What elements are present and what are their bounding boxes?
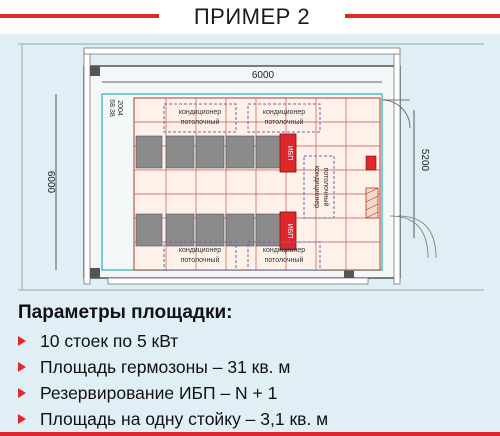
params-item-text: Площадь гермозоны – 31 кв. м <box>40 357 291 377</box>
column-nw <box>90 66 100 76</box>
small-dim-1: 2004 <box>116 100 123 116</box>
ac-unit-4 <box>163 241 237 271</box>
ac-unit-2-label1: кондиционер <box>263 109 305 116</box>
ac-unit-4-label1: кондиционер <box>179 247 221 254</box>
ac-unit-4-label2: потолочный <box>181 256 220 264</box>
ac-unit-2 <box>247 103 321 133</box>
ac-unit-5-label1: кондиционер <box>263 247 305 254</box>
column-sw <box>90 268 100 278</box>
ups-label-top: ИБП <box>286 146 293 161</box>
params-title: Параметры площадки: <box>18 302 233 323</box>
ac-unit-5-label2: потолочный <box>265 256 304 264</box>
ac-unit-3 <box>303 155 335 219</box>
north-wall <box>83 47 401 55</box>
ups-label-bottom: ИБП <box>286 224 293 239</box>
pipe-curve-1 <box>389 215 429 259</box>
south-wall <box>107 277 369 285</box>
footer-rule <box>0 432 500 436</box>
west-wall <box>83 49 91 285</box>
east-wall <box>393 49 401 285</box>
ac-unit-1-label1: кондиционер <box>179 109 221 116</box>
params-item-text: Площадь на одну стойку – 3,1 кв. м <box>40 409 329 429</box>
params-item: Площадь на одну стойку – 3,1 кв. м <box>18 406 328 432</box>
params-item: Резервирование ИБП – N + 1 <box>18 380 328 406</box>
rack-row-bottom <box>135 213 285 247</box>
ups-unit-top <box>279 133 297 173</box>
ac-unit-2-label2: потолочный <box>265 118 304 126</box>
bullet-triangle-icon <box>18 362 26 373</box>
dim-height-left: 6000 <box>45 171 56 194</box>
params-item-text: 10 стоек по 5 кВт <box>40 331 179 351</box>
ac-unit-3-label1: кондиционер <box>313 166 320 208</box>
ac-unit-1 <box>163 103 237 133</box>
ac-unit-5 <box>247 241 321 271</box>
equipment-hatched <box>365 187 379 219</box>
dim-width: 6000 <box>252 70 275 81</box>
params-list: 10 стоек по 5 кВт Площадь гермозоны – 31… <box>18 328 328 432</box>
column-se <box>344 268 354 278</box>
example-title: ПРИМЕР 2 <box>159 0 345 34</box>
params-item-text: Резервирование ИБП – N + 1 <box>40 383 278 403</box>
ac-unit-3-label2: потолочный <box>322 168 330 207</box>
params-item: Площадь гермозоны – 31 кв. м <box>18 354 328 380</box>
ac-unit-1-label2: потолочный <box>181 118 220 126</box>
small-dim-2: 68.38 <box>108 99 115 117</box>
bullet-triangle-icon <box>18 414 26 425</box>
bullet-triangle-icon <box>18 336 26 347</box>
rack-row-top <box>135 135 285 169</box>
equipment-red <box>365 155 377 171</box>
pipe-curve-2 <box>397 215 437 259</box>
ups-unit-bottom <box>279 211 297 251</box>
bullet-triangle-icon <box>18 388 26 399</box>
dim-height-right: 5200 <box>419 149 430 172</box>
floor-plan: 6000 6000 5200 2004 68.38 <box>18 43 484 291</box>
params-item: 10 стоек по 5 кВт <box>18 328 328 354</box>
